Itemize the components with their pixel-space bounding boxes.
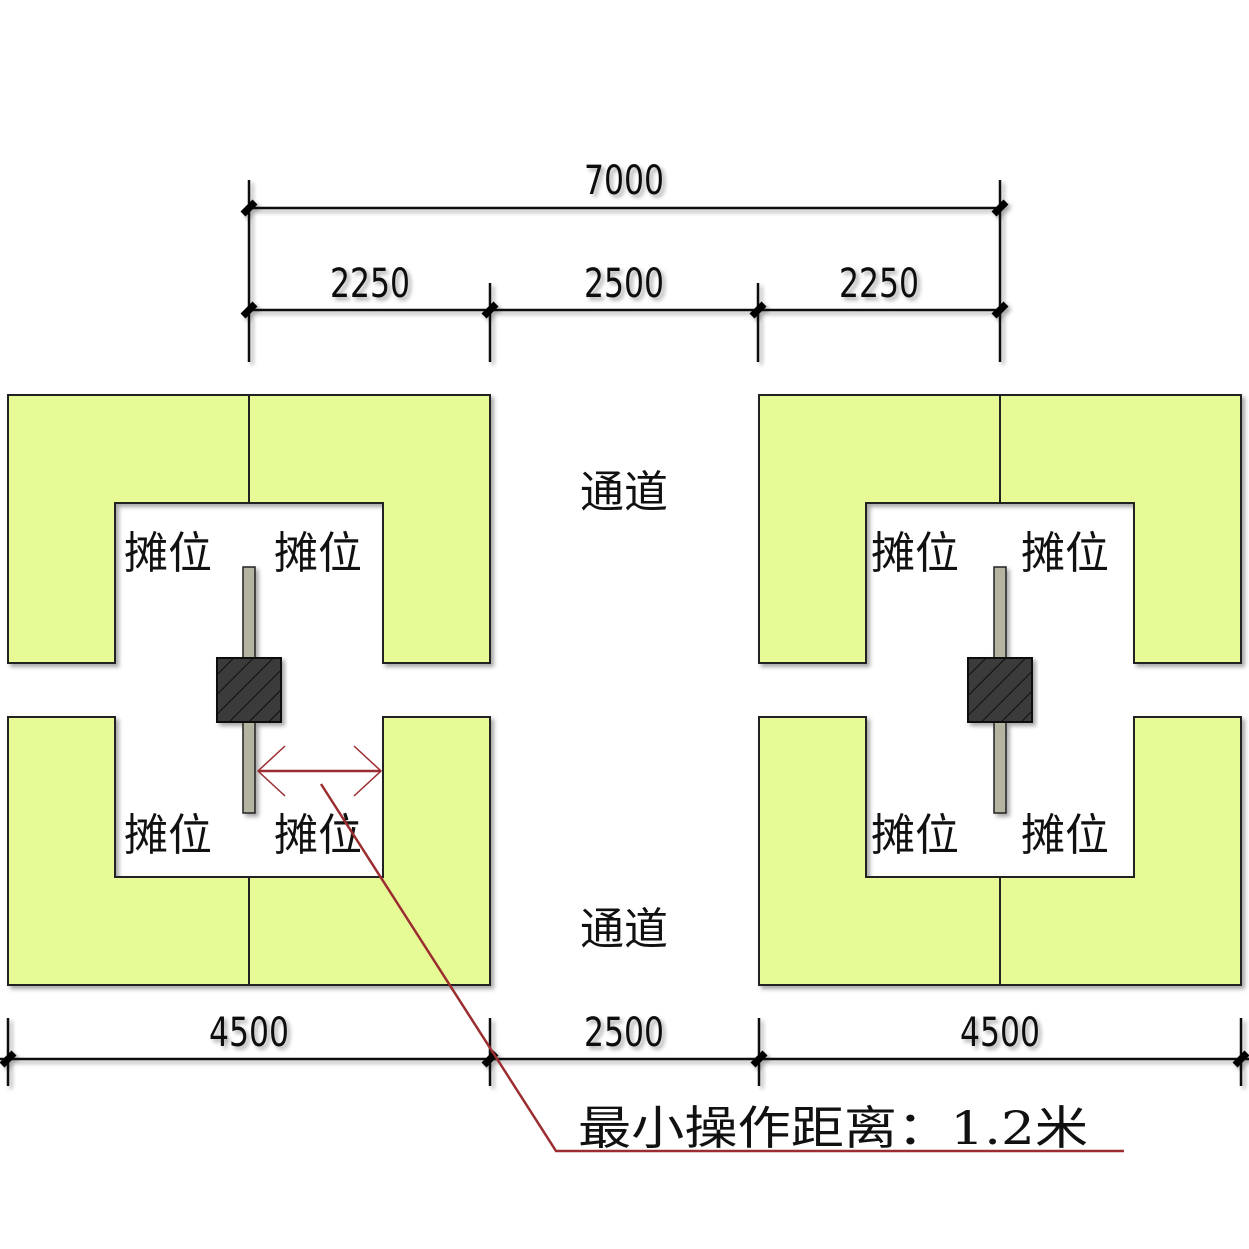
stall-label: 摊位: [274, 810, 362, 861]
dimension-tick: [750, 1050, 768, 1068]
stall-group-left: 摊位 摊位 摊位 摊位: [7, 394, 491, 986]
column-hatched: [216, 657, 282, 723]
operating-distance-arrow: [256, 745, 383, 797]
stall-label: 摊位: [124, 810, 212, 861]
stall-block-top-right: [758, 394, 1242, 664]
dimension-tick: [749, 301, 767, 319]
aisle-label-bottom: 通道: [580, 904, 668, 955]
leader-line: [319, 783, 1124, 1153]
stall-block-bottom-left: [7, 716, 491, 986]
bottom-dimension-group: [0, 1018, 1249, 1086]
dimension-tick: [991, 301, 1009, 319]
stall-block-bottom-right: [758, 716, 1242, 986]
dimension-label-top-middle: 2500: [584, 261, 664, 307]
annotation-min-operating-distance: 最小操作距离：1.2米: [578, 1101, 1088, 1155]
dimension-label-bottom-middle: 2500: [584, 1010, 664, 1056]
dimension-tick: [1232, 1050, 1249, 1068]
stall-label: 摊位: [274, 528, 362, 579]
stall-group-right: 摊位 摊位 摊位 摊位: [758, 394, 1242, 986]
dimension-tick: [240, 301, 258, 319]
stall-block-top-left: [7, 394, 491, 664]
top-dimension-group: [240, 180, 1009, 362]
stall-label: 摊位: [124, 528, 212, 579]
aisle-label-top: 通道: [580, 467, 668, 518]
stall-label: 摊位: [871, 810, 959, 861]
stall-label: 摊位: [1021, 528, 1109, 579]
dimension-label-bottom-right: 4500: [960, 1010, 1040, 1056]
dimension-label-total: 7000: [584, 158, 664, 204]
dimension-tick: [240, 199, 258, 217]
dimension-label-top-right: 2250: [839, 261, 919, 307]
dimension-label-bottom-left: 4500: [209, 1010, 289, 1056]
dimension-tick: [481, 301, 499, 319]
dimension-tick: [0, 1050, 17, 1068]
arrow-head-left: [256, 745, 286, 797]
arrow-head-right: [353, 745, 383, 797]
column-hatched: [967, 657, 1033, 723]
dimension-label-top-left: 2250: [330, 261, 410, 307]
dimension-tick: [991, 199, 1009, 217]
stall-label: 摊位: [1021, 810, 1109, 861]
stall-label: 摊位: [871, 528, 959, 579]
